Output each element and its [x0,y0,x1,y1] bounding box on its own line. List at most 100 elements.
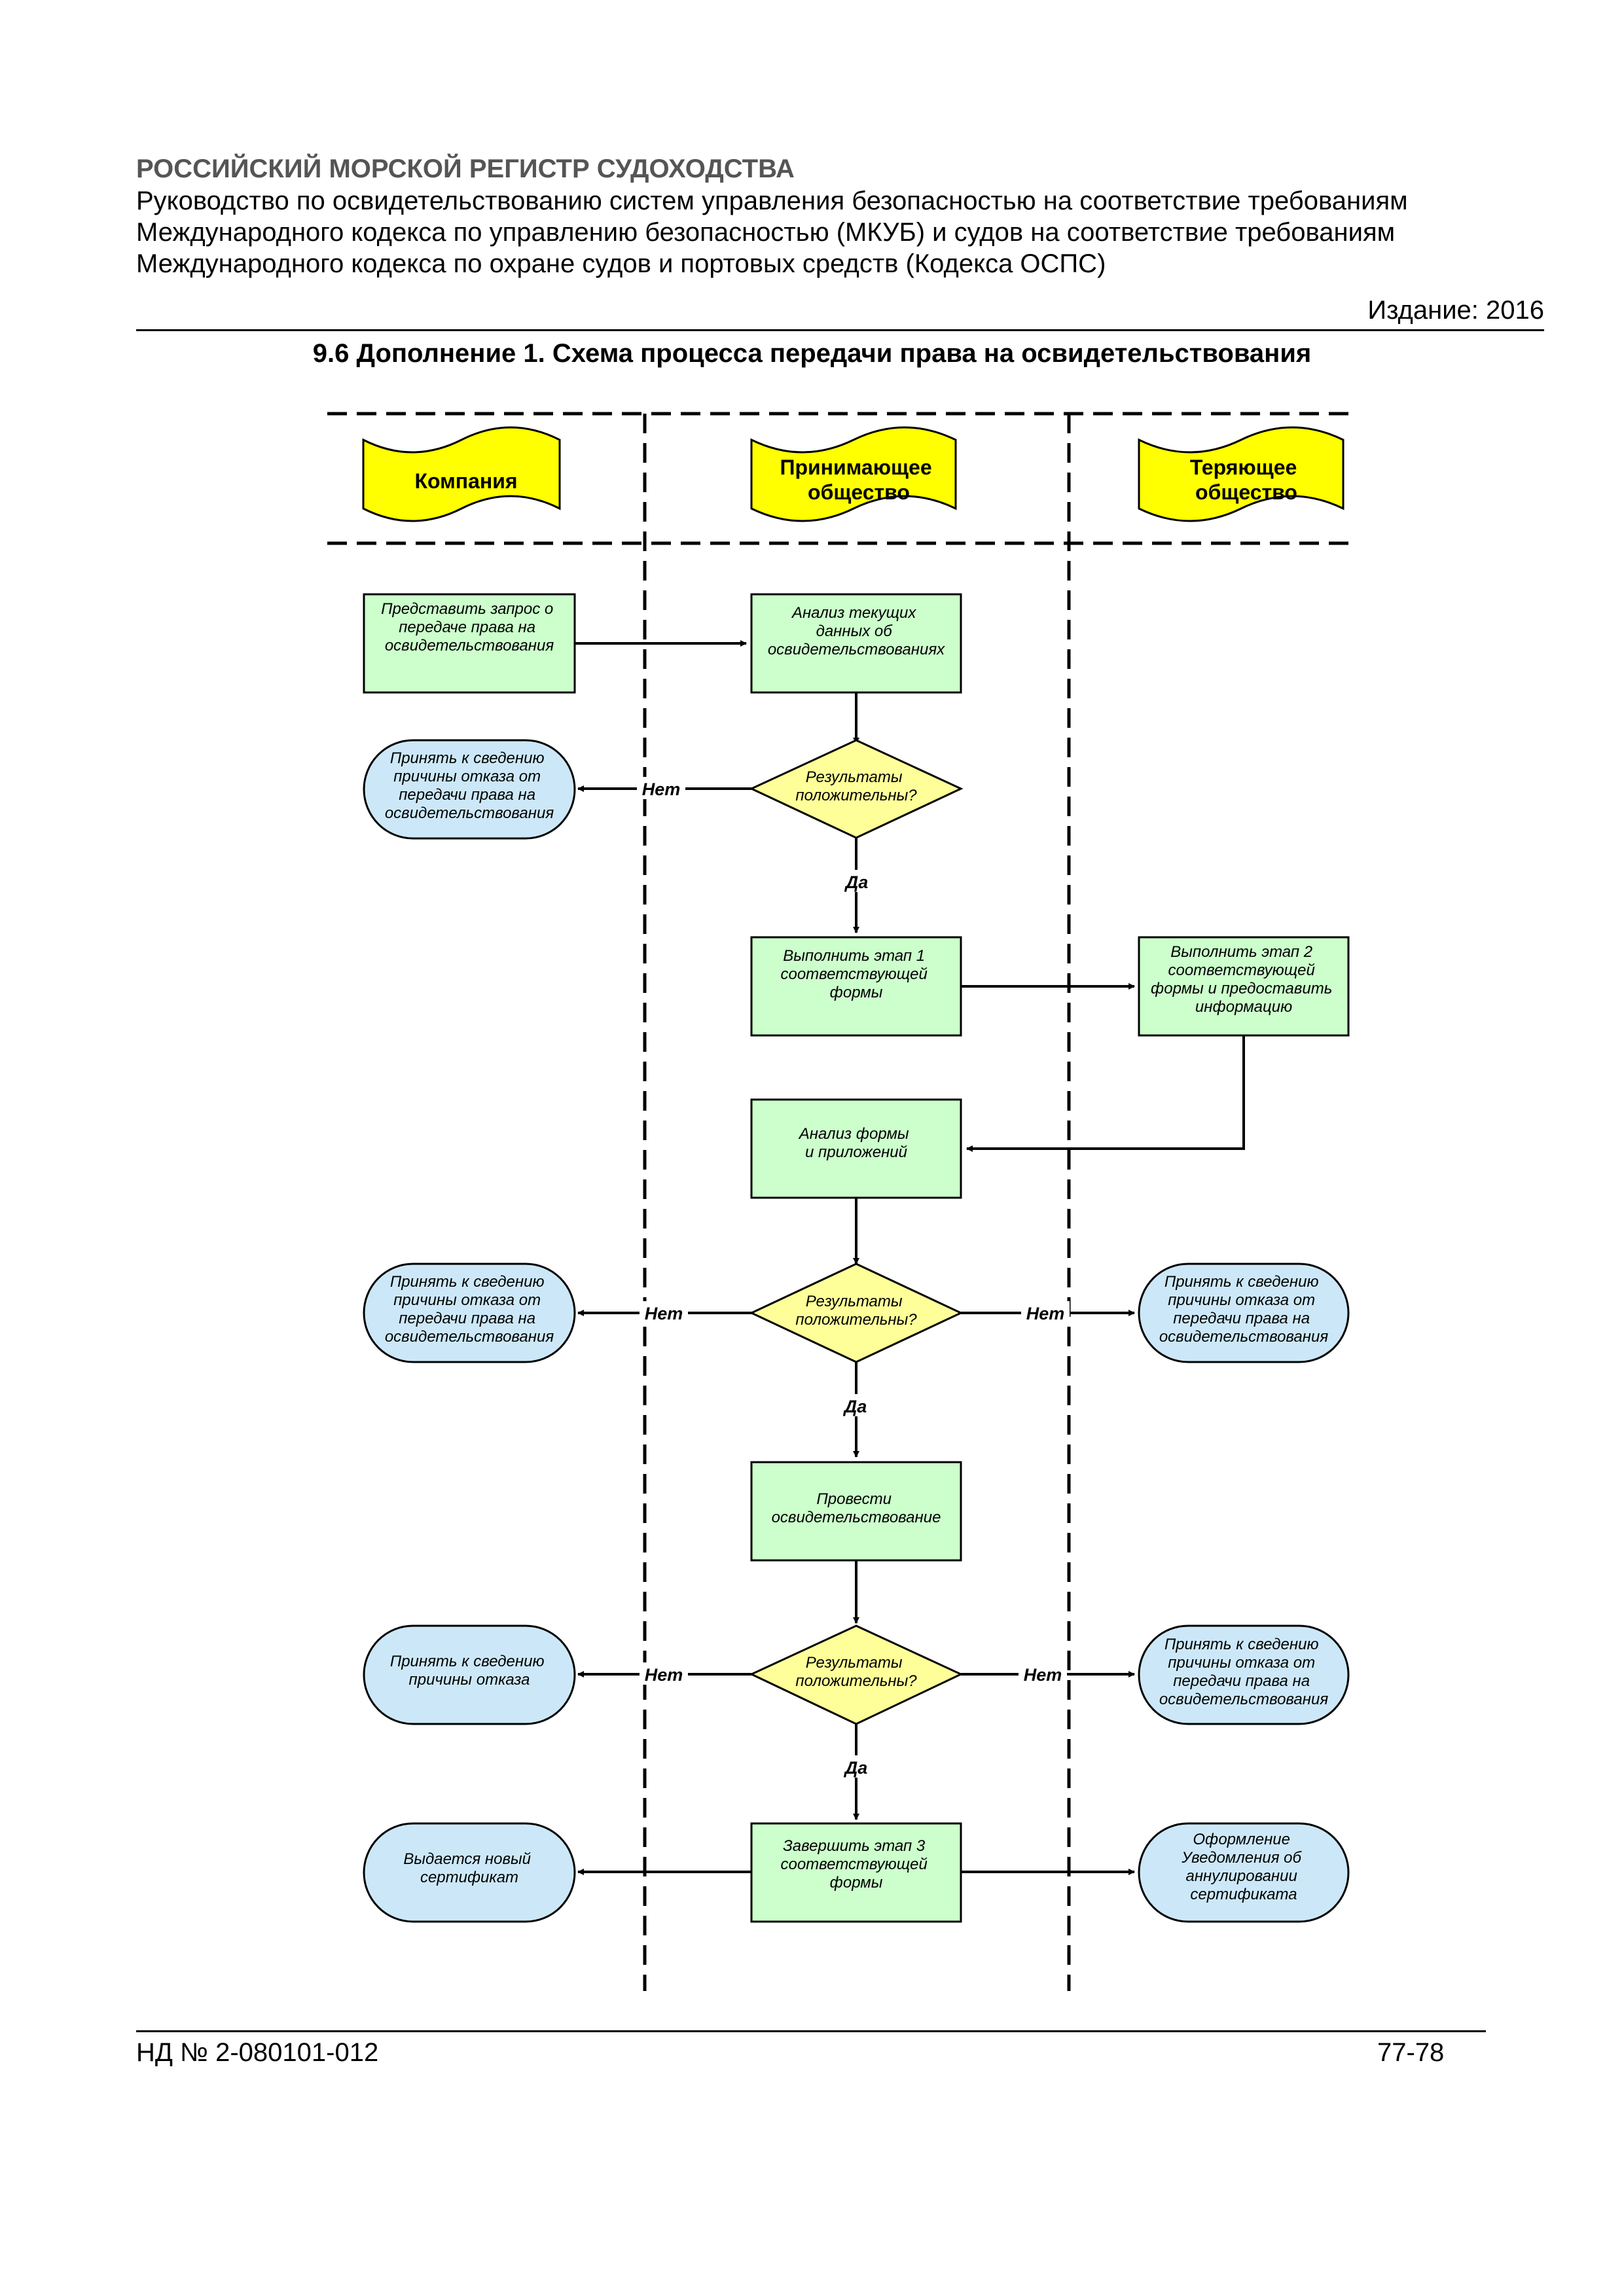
terminal-refusal-company-1-line-1: Принять к сведению [390,749,545,767]
terminal-new-certificate-line-2: сертификат [420,1869,518,1886]
svg-text:Принять к сведению причи: Принять к сведению причины отказа [390,1653,549,1689]
decision-2: Результаты положительны? [749,1263,964,1363]
section-title: 9.6 Дополнение 1. Схема процесса передач… [312,339,1312,368]
svg-text:Завершить этап 3 соответ: Завершить этап 3 соответствующей формы [780,1837,931,1892]
process-stage-2-line-4: информацию [1195,998,1292,1016]
process-analyze-form: Анализ формы и приложений [750,1098,962,1199]
process-flowchart: Компания Принимающее общество Теряющее о… [327,412,1350,1991]
terminal-refusal-company-2-line-4: освидетельствования [385,1328,554,1346]
terminal-refusal-company-1-line-2: причины отказа от [393,768,541,785]
page-number: 77-78 [1377,2038,1445,2067]
document-title-line-3: Международного кодекса по охране судов и… [136,249,1106,278]
process-survey-line-1: Провести [816,1490,892,1508]
decision-1-line-1: Результаты [806,768,903,786]
svg-text:Принимающее общество: Принимающее общество [780,456,937,504]
process-analyze-form-line-2: и приложений [805,1143,907,1161]
terminal-refusal-losing-2-line-3: передачи права на [1173,1310,1310,1327]
terminal-refusal-losing-2-line-1: Принять к сведению [1164,1273,1319,1291]
svg-text:Провести освидетельствов: Провести освидетельствование [772,1490,941,1526]
header-rule [136,329,1544,331]
terminal-refusal-company-3: Принять к сведению причины отказа [363,1624,576,1725]
terminal-new-certificate-line-1: Выдается новый [403,1850,531,1868]
process-analyze-data-line-3: освидетельствованиях [768,641,945,658]
decision-3: Результаты положительны? [749,1624,964,1725]
process-stage-1-line-2: соответствующей [780,965,927,983]
svg-text:Анализ формы и приложени: Анализ формы и приложений [798,1125,914,1161]
svg-text:Принять к сведению причи: Принять к сведению причины отказа от пер… [1159,1636,1329,1708]
process-stage-1: Выполнить этап 1 соответствующей формы [750,936,962,1037]
terminal-new-certificate: Выдается новый сертификат [363,1822,576,1923]
svg-text:Принять к сведению причи: Принять к сведению причины отказа от пер… [1159,1273,1329,1346]
label-no-decision-3-right: Нет [1024,1665,1062,1685]
process-stage-3-line-2: соответствующей [780,1856,927,1873]
decision-3-line-1: Результаты [806,1654,903,1672]
process-analyze-data-line-2: данных об [816,622,893,640]
svg-text:Выдается новый сертифика: Выдается новый сертификат [403,1850,535,1886]
terminal-refusal-losing-2-line-4: освидетельствования [1159,1328,1329,1346]
svg-text:Результаты положительны?: Результаты положительны? [795,1654,917,1690]
organization-name: РОССИЙСКИЙ МОРСКОЙ РЕГИСТР СУДОХОДСТВА [136,154,795,183]
svg-text:Оформление Уведомления о: Оформление Уведомления об аннулировании … [1181,1831,1305,1903]
label-no-decision-2-left: Нет [645,1304,683,1323]
lane-header-receiving-label-1: Принимающее [780,456,931,479]
lane-header-losing-label-2: общество [1195,480,1297,504]
process-stage-1-line-3: формы [830,984,883,1001]
svg-text:Результаты положительны?: Результаты положительны? [795,768,917,804]
lane-header-receiving-society: Принимающее общество [750,426,957,522]
svg-text:Выполнить этап 1 соответ: Выполнить этап 1 соответствующей формы [780,947,931,1001]
lane-header-company-banner [362,426,561,522]
process-stage-2-line-1: Выполнить этап 2 [1170,943,1312,961]
process-stage-3-line-3: формы [830,1874,883,1892]
terminal-refusal-losing-3-line-3: передачи права на [1173,1672,1310,1690]
label-no-decision-3-left: Нет [645,1665,683,1685]
decision-2-line-1: Результаты [806,1293,903,1310]
label-yes-decision-1: Да [844,872,869,892]
terminal-refusal-losing-3-line-2: причины отказа от [1168,1654,1315,1672]
lane-header-company: Компания [362,426,561,522]
decision-1-line-2: положительны? [795,787,917,804]
terminal-cancel-certificate-line-4: сертификата [1190,1886,1297,1903]
terminal-refusal-losing-3: Принять к сведению причины отказа от пер… [1138,1624,1350,1725]
lane-header-company-label: Компания [414,469,517,493]
terminal-refusal-company-1: Принять к сведению причины отказа от пер… [363,739,576,840]
terminal-refusal-company-2-line-1: Принять к сведению [390,1273,545,1291]
lane-header-receiving-label-2: общество [808,480,910,504]
arrow-stage-2-to-form-analysis [966,1035,1245,1152]
terminal-refusal-company-2-line-2: причины отказа от [393,1291,541,1309]
terminal-cancel-certificate-line-2: Уведомления об [1181,1849,1302,1867]
terminal-refusal-losing-2: Принять к сведению причины отказа от пер… [1138,1263,1350,1363]
process-stage-2-line-2: соответствующей [1168,961,1314,979]
process-stage-3: Завершить этап 3 соответствующей формы [750,1822,962,1923]
lane-header-losing-banner [1138,426,1344,522]
footer-rule [136,2030,1486,2032]
process-analyze-form-line-1: Анализ формы [798,1125,909,1143]
process-stage-2: Выполнить этап 2 соответствующей формы и… [1138,936,1350,1037]
decision-3-line-2: положительны? [795,1672,917,1690]
process-stage-1-line-1: Выполнить этап 1 [783,947,925,965]
svg-text:Теряющее общество: Теряющее общество [1190,456,1303,504]
lane-separators [327,412,1348,1991]
document-title-line-2: Международного кодекса по управлению без… [136,218,1396,247]
process-stage-2-line-3: формы и предоставить [1151,980,1332,997]
terminal-refusal-losing-3-line-1: Принять к сведению [1164,1636,1319,1653]
process-submit-request: Представить запрос о передаче права на о… [363,593,576,694]
svg-text:Результаты положительны?: Результаты положительны? [795,1293,917,1329]
terminal-refusal-company-1-line-4: освидетельствования [385,804,554,822]
process-submit-request-line-2: передаче права на [399,619,535,636]
edition-label: Издание: 2016 [1367,296,1544,325]
decision-2-line-2: положительны? [795,1311,917,1329]
decision-1: Результаты положительны? [749,739,964,839]
terminal-refusal-company-2: Принять к сведению причины отказа от пер… [363,1263,576,1363]
terminal-cancel-certificate-line-1: Оформление [1193,1831,1290,1848]
terminal-refusal-company-1-line-3: передачи права на [399,786,535,804]
lane-header-receiving-banner [750,426,957,522]
terminal-refusal-losing-3-line-4: освидетельствования [1159,1691,1329,1708]
label-no-decision-1: Нет [642,780,681,799]
connector-labels: Нет Да Нет Нет Да Нет Нет Да [637,777,1070,1778]
terminal-refusal-company-3-line-2: причины отказа [409,1671,530,1689]
terminal-refusal-losing-2-line-2: причины отказа от [1168,1291,1315,1309]
svg-text:Принять к сведению причи: Принять к сведению причины отказа от пер… [385,749,554,822]
svg-text:Выполнить этап 2 соответ: Выполнить этап 2 соответствующей формы и… [1151,943,1337,1016]
svg-text:Компания: Компания [414,469,517,493]
svg-text:Принять к сведению причи: Принять к сведению причины отказа от пер… [385,1273,554,1346]
